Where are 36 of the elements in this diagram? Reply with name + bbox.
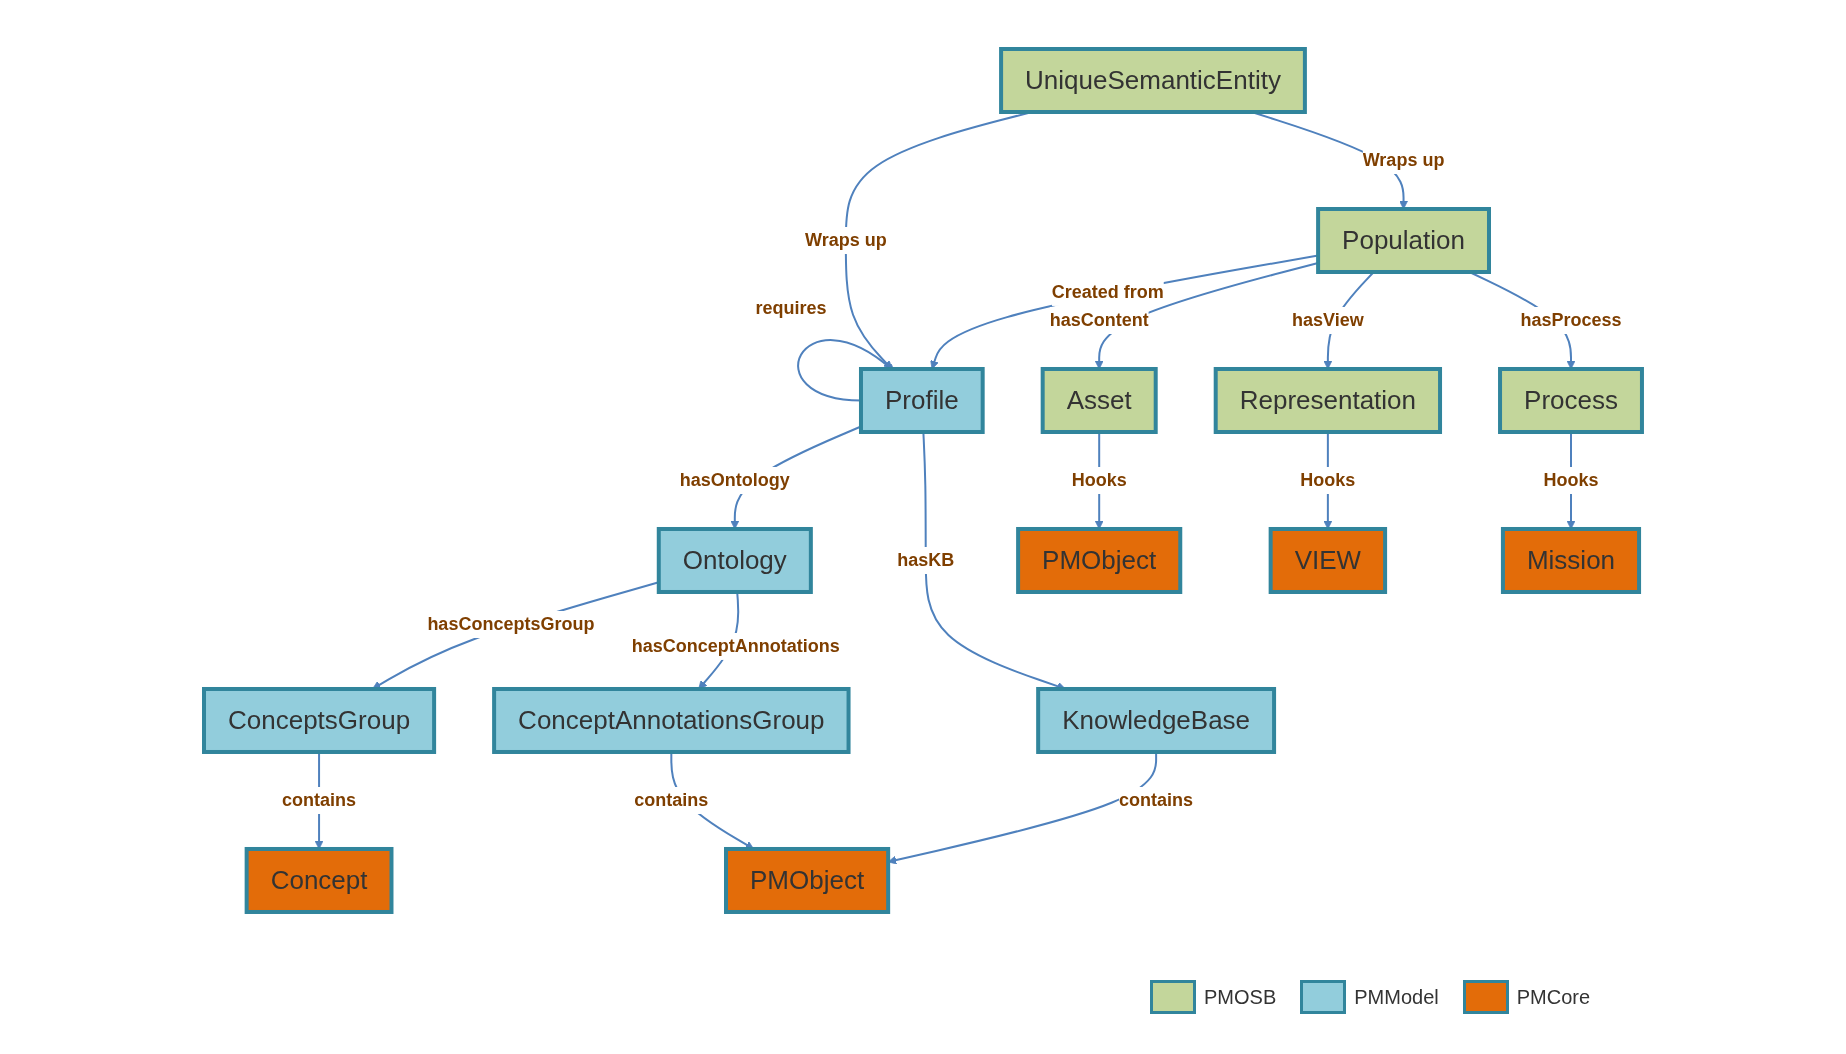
edge-label: requires [755, 298, 827, 318]
edge-label: contains [634, 789, 709, 810]
node-box: VIEW [1268, 526, 1388, 594]
edge-label: hasConceptAnnotations [631, 635, 840, 656]
node-box: ConceptAnnotationsGroup [492, 686, 851, 754]
node-box: UniqueSemanticEntity [999, 46, 1307, 114]
edge-label: Wraps up [804, 229, 887, 250]
edge-label: hasContent [1049, 309, 1149, 330]
edge-label: hasConceptsGroup [427, 613, 595, 634]
node-box: KnowledgeBase [1036, 686, 1277, 754]
edge-label: hasView [1292, 309, 1364, 330]
node-box: Population [1316, 206, 1491, 274]
edge-label: hasKB [897, 549, 955, 570]
arrow [797, 338, 895, 401]
edge-label: contains [282, 789, 357, 810]
legend-label: PMOSB [1204, 985, 1277, 1009]
node-box: PMObject [724, 846, 891, 914]
edge-label: Hooks [1300, 469, 1356, 490]
node-box: ConceptsGroup [202, 686, 437, 754]
node-box: Concept [244, 846, 394, 914]
node-box: Process [1498, 366, 1644, 434]
edge-label: Hooks [1071, 469, 1127, 490]
node-box: Asset [1040, 366, 1158, 434]
legend-label: PMCore [1516, 985, 1591, 1009]
edge-label: Hooks [1543, 469, 1599, 490]
node-box: Mission [1500, 526, 1642, 594]
node-box: Ontology [656, 526, 813, 594]
edge-label: Created from [1051, 281, 1164, 302]
edge-label: contains [1119, 789, 1194, 810]
node-box: Profile [859, 366, 985, 434]
edge-label: hasOntology [679, 469, 790, 490]
edge-label: hasProcess [1520, 309, 1622, 330]
node-box: PMObject [1016, 526, 1183, 594]
node-box: Representation [1213, 366, 1443, 434]
legend-label: PMModel [1354, 985, 1439, 1009]
edge-label: Wraps up [1362, 149, 1445, 170]
